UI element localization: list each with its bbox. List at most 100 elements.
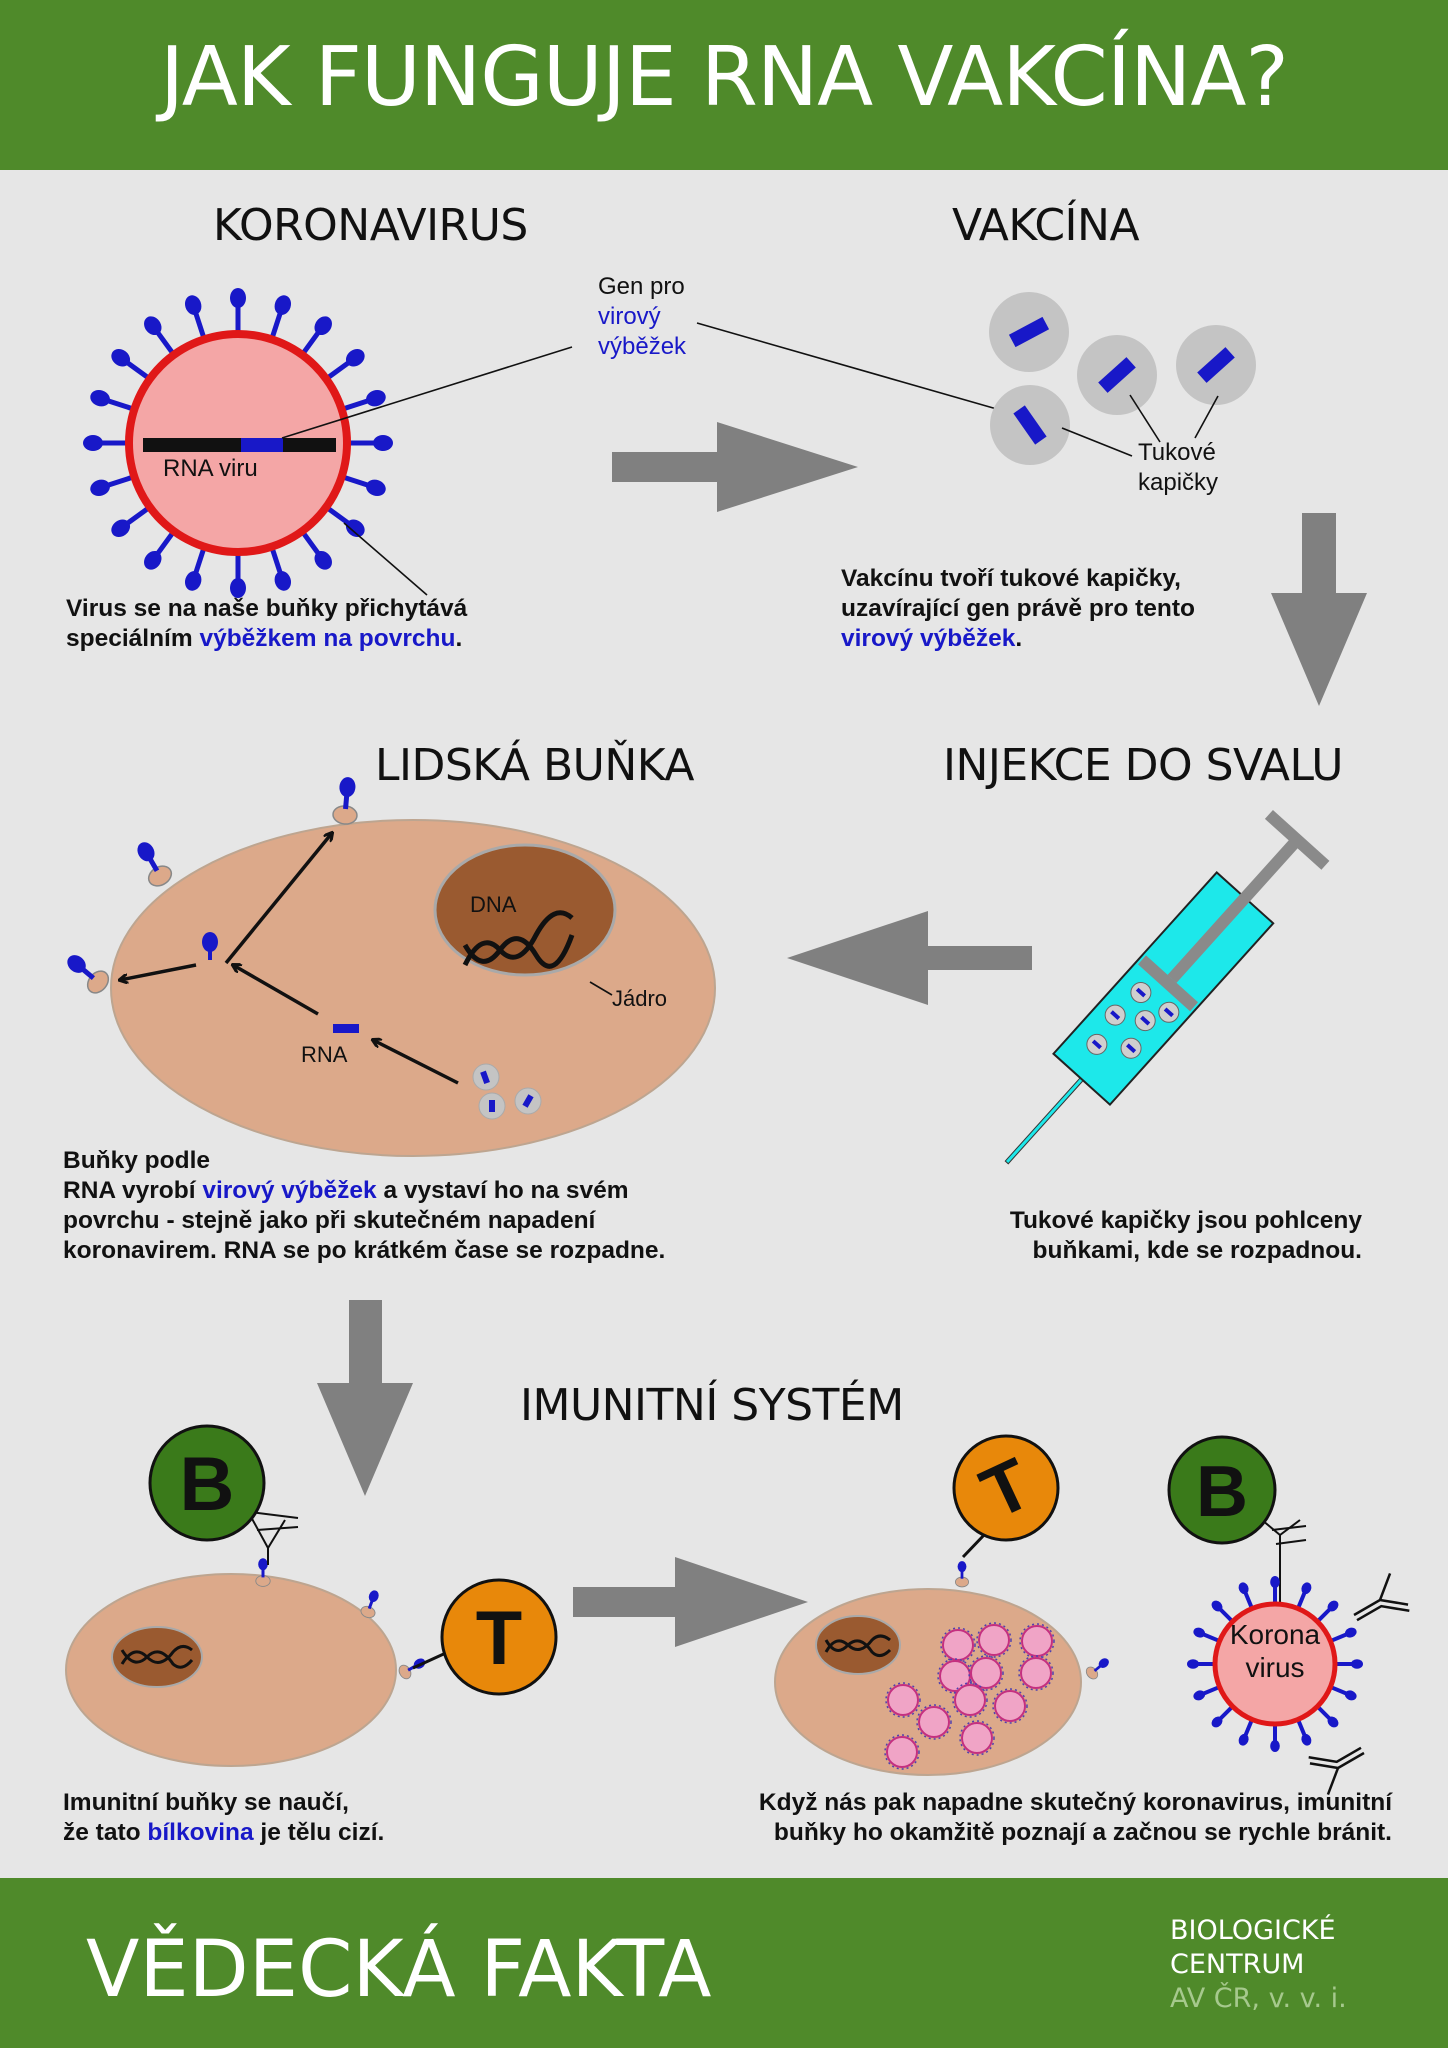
virus-spike-tip (1193, 1690, 1206, 1701)
cell-spikes (67, 777, 358, 994)
vaccine-droplets (989, 292, 1256, 465)
logo-line: AV ČR, v. v. i. (1170, 1983, 1347, 2014)
virus-particle (994, 1690, 1026, 1722)
arrow-down-icon (317, 1300, 413, 1496)
label-kapicky: kapičky (1138, 469, 1218, 496)
label-virus: virus (1245, 1652, 1304, 1683)
spike-head (1098, 1658, 1109, 1668)
virus-spike-tip (111, 349, 131, 367)
caption-korona: Když nás pak napadne skutečný koronaviru… (690, 1788, 1392, 1848)
virus-particle-spikes (968, 1655, 1004, 1691)
caption-line: Buňky podle (63, 1147, 211, 1174)
antibody-icon (1308, 1746, 1365, 1796)
droplet-gene (1098, 357, 1136, 393)
virus-particle-spikes (916, 1704, 952, 1740)
surface-spike-protein (255, 1558, 271, 1587)
rna-fragment (333, 1024, 359, 1033)
flow-arrow-protein-to-surface (224, 833, 332, 965)
caption-text: že tato (63, 1819, 148, 1846)
nucleus-leader-line (589, 981, 613, 996)
virus-spike-tip (90, 389, 110, 407)
droplet-gene (522, 1094, 534, 1108)
t-cell-label: T (476, 1596, 522, 1681)
syringe-needle (1004, 1077, 1084, 1165)
label-rna-viru: RNA viru (163, 455, 258, 482)
antibody-arm (1308, 1746, 1362, 1764)
caption-line: koronavirem. RNA se po krátkém čase se r… (63, 1237, 666, 1264)
arrow-left-icon (787, 911, 1032, 1005)
b-cell-receptor (1261, 1519, 1301, 1602)
caption-highlight: výběžkem na povrchu (199, 625, 456, 652)
surface-spike-protein (398, 1658, 426, 1680)
virus-spike-tip (366, 389, 386, 407)
section-title-lidska-bunka: LIDSKÁ BUŇKA (375, 740, 694, 791)
virus-spike-tip (274, 571, 292, 591)
immune-right-receptors (954, 1519, 1307, 1680)
syringe-droplets (1086, 982, 1180, 1059)
coronavirus-particle (1212, 1601, 1338, 1727)
t-cell (440, 1578, 558, 1696)
label-rna: RNA (301, 1042, 348, 1067)
immune-left-receptors (249, 1511, 449, 1680)
antibody-arm (1309, 1751, 1365, 1796)
label-vybezek: výběžek (598, 333, 687, 360)
syringe-plunger-rod (1167, 835, 1303, 983)
coronavirus-spikes (1187, 1576, 1363, 1752)
virus-particle (961, 1722, 993, 1754)
label-gen-pro: Gen pro (598, 273, 685, 300)
b-cell (1167, 1435, 1277, 1545)
droplet-gene (489, 1100, 495, 1112)
virus-spike-tip (1344, 1690, 1357, 1701)
caption-line: Imunitní buňky se naučí, (63, 1789, 349, 1816)
spike-leader-line (343, 522, 428, 596)
virus-spike-tip (144, 316, 162, 336)
droplet-gene (1091, 1039, 1102, 1050)
cell-nucleus (815, 1615, 901, 1675)
virus-spike-tip (230, 578, 246, 598)
virus-particle-spikes (976, 1622, 1012, 1658)
coronavirus-illustration: RNA viru (83, 288, 393, 598)
virus-spike-tip (373, 435, 393, 451)
cell-nucleus (433, 843, 617, 977)
caption-line: povrchu - stejně jako při skutečném napa… (63, 1207, 596, 1234)
virus-particle-spikes (992, 1688, 1028, 1724)
surface-spike-protein (1085, 1658, 1109, 1680)
surface-anchor (398, 1664, 412, 1680)
b-cell-label: B (1196, 1452, 1248, 1532)
dna-helix-icon (824, 1634, 891, 1653)
dna-helix-icon (462, 910, 574, 967)
virus-particle (954, 1684, 986, 1716)
virus-particle (887, 1684, 919, 1716)
virus-spike-tip (184, 571, 202, 591)
virus-spike-tip (1351, 1659, 1363, 1669)
spike-head (137, 842, 155, 862)
dna-helix-icon (824, 1639, 892, 1657)
section-title-injekce: INJEKCE DO SVALU (943, 740, 1343, 791)
section-title-vakcina: VAKCÍNA (952, 200, 1140, 251)
virus-spike-gene (241, 438, 283, 452)
virus-spike-tip (345, 519, 365, 537)
b-cell-label: B (180, 1442, 235, 1527)
dna-helix-icon (120, 1645, 193, 1665)
caption-line: uzavírající gen právě pro tento (841, 595, 1195, 622)
syringe-plunger-cap (1264, 809, 1330, 870)
spike-head (957, 1561, 967, 1573)
virus-spike-tip (111, 519, 131, 537)
droplet-leader-line (1194, 395, 1219, 439)
spike-head (339, 777, 356, 798)
virus-spike-tip (1238, 1733, 1249, 1746)
syringe-illustration (1004, 809, 1330, 1165)
label-dna: DNA (470, 892, 517, 917)
antibody-icon (1353, 1572, 1410, 1622)
label-jadro: Jádro (612, 986, 667, 1011)
t-cell-receptor (412, 1650, 449, 1670)
caption-line: virový výběžek. (841, 624, 1321, 654)
section-title-koronavirus: KORONAVIRUS (213, 200, 528, 251)
virus-particle-spikes (1018, 1655, 1054, 1691)
virus-spikes (83, 288, 393, 598)
footer-title: VĚDECKÁ FAKTA (86, 1925, 712, 2015)
caption-line: Virus se na naše buňky přichytává (66, 595, 468, 622)
surface-spike-protein (67, 955, 110, 994)
antibodies (1308, 1572, 1410, 1796)
logo-line: BIOLOGICKÉ (1170, 1915, 1336, 1946)
